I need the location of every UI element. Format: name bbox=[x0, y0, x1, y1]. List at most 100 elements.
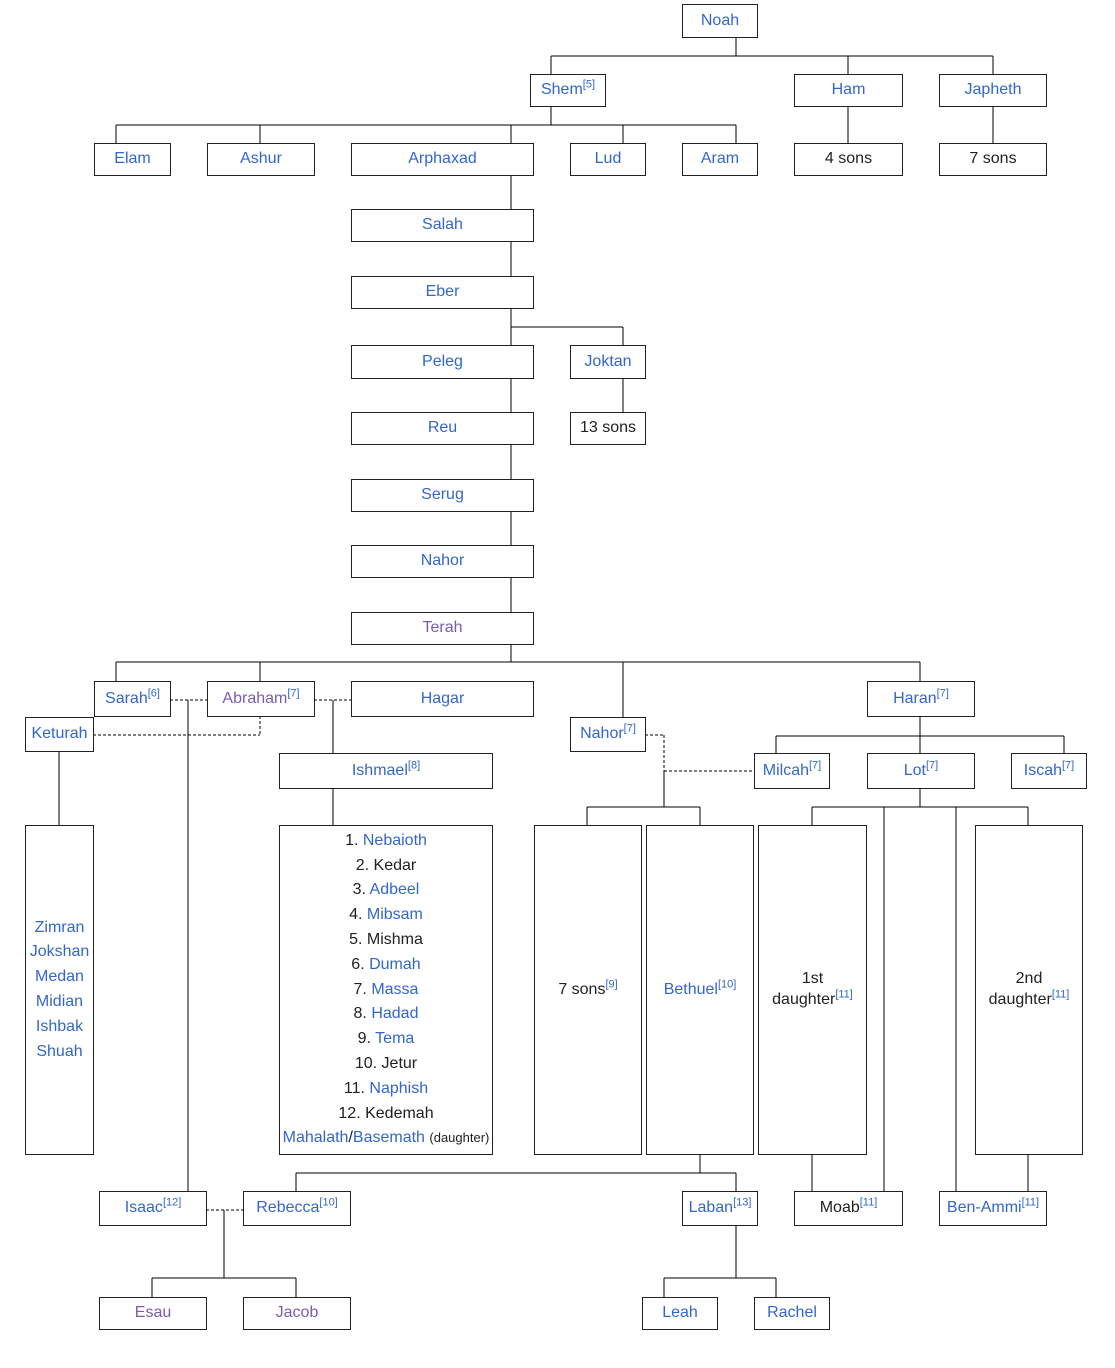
citation-ref[interactable]: [7] bbox=[623, 722, 636, 735]
node-keturah[interactable]: Keturah bbox=[25, 717, 94, 752]
node-peleg[interactable]: Peleg bbox=[351, 345, 534, 379]
list-item-number: 9. bbox=[357, 1030, 372, 1048]
node-rebecca[interactable]: Rebecca[10] bbox=[243, 1191, 351, 1226]
node-label: Reu bbox=[427, 419, 458, 437]
list-item-name[interactable]: Hadad bbox=[371, 1005, 419, 1023]
node-label: Jacob bbox=[275, 1304, 319, 1322]
citation-ref[interactable]: [9] bbox=[605, 978, 618, 991]
node-shem[interactable]: Shem[5] bbox=[530, 74, 606, 107]
node-label: 7 sons bbox=[969, 150, 1017, 168]
separator: / bbox=[348, 1129, 353, 1147]
node-salah[interactable]: Salah bbox=[351, 209, 534, 242]
node-bethuel[interactable]: Bethuel[10] bbox=[646, 825, 754, 1155]
node-noah[interactable]: Noah bbox=[682, 4, 758, 38]
list-item[interactable]: 3. Adbeel bbox=[283, 878, 490, 903]
list-item[interactable]: Ishbak bbox=[35, 1017, 84, 1035]
node-isaac[interactable]: Isaac[12] bbox=[99, 1191, 207, 1226]
node-label: Ham bbox=[831, 81, 866, 99]
node-label: Esau bbox=[134, 1304, 172, 1322]
node-ashur[interactable]: Ashur bbox=[207, 143, 315, 176]
list-item-number: 12. bbox=[338, 1104, 361, 1122]
node-aram[interactable]: Aram bbox=[682, 143, 758, 176]
node-jacob[interactable]: Jacob bbox=[243, 1297, 351, 1330]
node-elam[interactable]: Elam bbox=[94, 143, 171, 176]
list-item[interactable]: 8. Hadad bbox=[283, 1002, 490, 1027]
keturah-sons-list: Zimran Jokshan Medan Midian Ishbak Shuah bbox=[30, 916, 90, 1065]
citation-ref[interactable]: [7] bbox=[936, 687, 949, 700]
citation-ref[interactable]: [11] bbox=[835, 988, 853, 1001]
node-iscah[interactable]: Iscah[7] bbox=[1011, 753, 1087, 789]
node-label: 7 sons[9] bbox=[558, 978, 618, 998]
node-serug[interactable]: Serug bbox=[351, 479, 534, 512]
list-item-daughter: Mahalath/Basemath (daughter) bbox=[283, 1126, 490, 1151]
list-item-number: 5. bbox=[349, 931, 363, 948]
list-item: 2. Kedar bbox=[283, 854, 490, 879]
node-nahor-son[interactable]: Nahor[7] bbox=[570, 717, 646, 752]
citation-ref[interactable]: [7] bbox=[809, 759, 822, 772]
node-label: Serug bbox=[421, 486, 464, 504]
citation-ref[interactable]: [10] bbox=[319, 1196, 338, 1209]
citation-ref[interactable]: [13] bbox=[733, 1196, 752, 1209]
citation-ref[interactable]: [12] bbox=[162, 1196, 182, 1209]
list-item[interactable]: 11. Naphish bbox=[283, 1077, 490, 1102]
citation-ref[interactable]: [7] bbox=[1062, 759, 1075, 772]
list-item[interactable]: 6. Dumah bbox=[283, 953, 490, 978]
daughter-name-2[interactable]: Basemath bbox=[352, 1129, 425, 1147]
node-reu[interactable]: Reu bbox=[351, 412, 534, 445]
node-sarah[interactable]: Sarah[6] bbox=[94, 681, 171, 717]
node-esau[interactable]: Esau bbox=[99, 1297, 207, 1330]
node-ben-ammi[interactable]: Ben-Ammi[11] bbox=[939, 1191, 1047, 1226]
node-milcah[interactable]: Milcah[7] bbox=[754, 753, 830, 789]
citation-ref[interactable]: [11] bbox=[859, 1196, 878, 1209]
list-item-number: 6. bbox=[351, 955, 365, 973]
node-abraham[interactable]: Abraham[7] bbox=[207, 681, 315, 717]
list-item[interactable]: Zimran bbox=[34, 918, 85, 936]
node-haran[interactable]: Haran[7] bbox=[867, 681, 975, 717]
list-item-name: Kedemah bbox=[365, 1104, 434, 1122]
citation-ref[interactable]: [11] bbox=[1021, 1196, 1040, 1209]
list-item-name[interactable]: Massa bbox=[371, 980, 419, 998]
node-hagar[interactable]: Hagar bbox=[351, 681, 534, 717]
node-ishmael[interactable]: Ishmael[8] bbox=[279, 753, 493, 789]
node-leah[interactable]: Leah bbox=[642, 1297, 718, 1330]
node-lud[interactable]: Lud bbox=[570, 143, 646, 176]
list-item-name[interactable]: Dumah bbox=[369, 955, 421, 973]
list-item[interactable]: 9. Tema bbox=[283, 1027, 490, 1052]
list-item-name[interactable]: Nebaioth bbox=[362, 831, 427, 849]
node-arphaxad[interactable]: Arphaxad bbox=[351, 143, 534, 176]
node-japheth[interactable]: Japheth bbox=[939, 74, 1047, 107]
node-eber[interactable]: Eber bbox=[351, 276, 534, 309]
node-label: Arphaxad bbox=[408, 150, 477, 168]
citation-ref[interactable]: [7] bbox=[926, 759, 939, 772]
list-item-name[interactable]: Naphish bbox=[369, 1079, 429, 1097]
node-label: Isaac[12] bbox=[124, 1196, 182, 1217]
citation-ref[interactable]: [6] bbox=[147, 687, 160, 700]
list-item-name[interactable]: Mibsam bbox=[366, 906, 423, 924]
node-nahor[interactable]: Nahor bbox=[351, 545, 534, 578]
list-item[interactable]: Medan bbox=[35, 968, 84, 986]
list-item[interactable]: Midian bbox=[35, 993, 84, 1010]
citation-ref[interactable]: [7] bbox=[287, 687, 300, 700]
daughter-name-1[interactable]: Mahalath bbox=[282, 1129, 349, 1147]
citation-ref[interactable]: [8] bbox=[407, 759, 421, 772]
citation-ref[interactable]: [11] bbox=[1051, 988, 1070, 1001]
list-item-name[interactable]: Adbeel bbox=[369, 881, 420, 899]
list-item[interactable]: Jokshan bbox=[29, 943, 90, 961]
node-ham[interactable]: Ham bbox=[794, 74, 903, 107]
list-item[interactable]: 7. Massa bbox=[283, 978, 490, 1003]
node-terah[interactable]: Terah bbox=[351, 612, 534, 645]
list-item-name[interactable]: Tema bbox=[375, 1030, 415, 1048]
node-label: Noah bbox=[700, 11, 740, 29]
node-rachel[interactable]: Rachel bbox=[754, 1297, 830, 1330]
citation-ref[interactable]: [5] bbox=[582, 78, 596, 91]
node-laban[interactable]: Laban[13] bbox=[682, 1191, 758, 1226]
node-label: Aram bbox=[700, 150, 740, 168]
list-item[interactable]: Shuah bbox=[36, 1042, 83, 1060]
citation-ref[interactable]: [10] bbox=[717, 978, 737, 991]
node-label: 13 sons bbox=[579, 419, 637, 437]
list-item[interactable]: 4. Mibsam bbox=[283, 903, 490, 928]
node-lot[interactable]: Lot[7] bbox=[867, 753, 975, 789]
list-item[interactable]: 1. Nebaioth bbox=[283, 829, 490, 854]
node-joktan[interactable]: Joktan bbox=[570, 345, 646, 379]
node-label: Milcah[7] bbox=[762, 759, 822, 779]
